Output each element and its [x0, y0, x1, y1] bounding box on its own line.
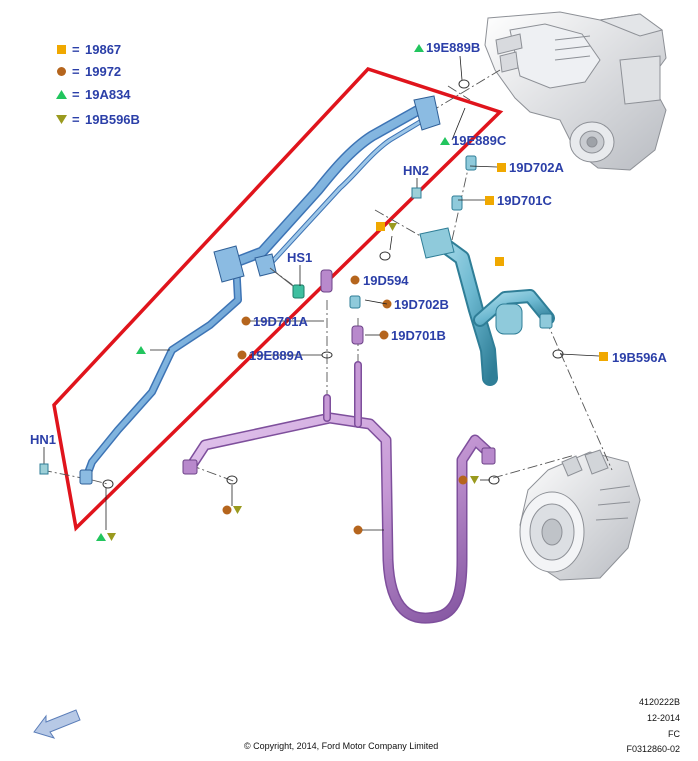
triangle-down-icon — [107, 533, 116, 541]
legend-eq: = — [72, 112, 80, 127]
label-19d701b: 19D701B — [391, 328, 446, 343]
label-hs1: HS1 — [287, 250, 312, 265]
square-icon — [599, 352, 608, 361]
label-19d702a: 19D702A — [509, 160, 565, 175]
hn1-clip — [39, 463, 49, 475]
label-19b596a: 19B596A — [612, 350, 668, 365]
copyright-notice: © Copyright, 2014, Ford Motor Company Li… — [244, 741, 439, 751]
legend-code: 19A834 — [85, 87, 131, 102]
triangle-up-icon — [414, 44, 424, 52]
triangle-down-icon — [388, 223, 397, 231]
circle-icon — [57, 67, 66, 76]
illustration-ref-1: 4120222B — [638, 697, 680, 707]
label-19d702b: 19D702B — [394, 297, 449, 312]
illustration-ref-2: 12-2014 — [646, 713, 680, 723]
legend-code: 19972 — [85, 64, 121, 79]
ac-compressor — [519, 449, 641, 581]
callout-labels: 19E889B 19E889C HN2 19D702A 19D701C HS1 … — [30, 40, 668, 447]
blue-refrigerant-lines — [82, 102, 433, 482]
circle-icon — [353, 525, 363, 535]
square-icon — [57, 45, 66, 54]
triangle-up-icon — [136, 346, 146, 354]
hn2-clip — [411, 187, 422, 199]
front-direction-arrow-icon — [33, 709, 81, 739]
blue-line-fittings — [79, 95, 441, 485]
legend-item-19b596b: = 19B596B — [56, 112, 140, 127]
illustration-ref-4: F0312860-02 — [626, 744, 680, 754]
triangle-down-icon — [56, 115, 67, 124]
legend-code: 19867 — [85, 42, 121, 57]
illustration-ref-3: FC — [668, 729, 680, 739]
triangle-up-icon — [56, 90, 67, 99]
label-hn2: HN2 — [403, 163, 429, 178]
legend-item-19972: = 19972 — [57, 64, 121, 79]
square-icon — [376, 222, 385, 231]
triangle-up-icon — [96, 533, 106, 541]
teal-hose-fittings — [349, 155, 553, 335]
label-hn1: HN1 — [30, 432, 56, 447]
legend-item-19a834: = 19A834 — [56, 87, 131, 102]
circle-icon — [350, 275, 360, 285]
hvac-evaporator-housing — [484, 11, 667, 171]
square-icon — [485, 196, 494, 205]
label-19e889b: 19E889B — [426, 40, 480, 55]
square-icon — [497, 163, 506, 172]
legend-eq: = — [72, 87, 80, 102]
callout-leaders — [43, 55, 600, 531]
callout-markers — [96, 44, 608, 541]
legend-code: 19B596B — [85, 112, 140, 127]
circle-icon — [222, 505, 232, 515]
triangle-down-icon — [233, 506, 242, 514]
square-icon — [495, 257, 504, 266]
label-19d594: 19D594 — [363, 273, 409, 288]
legend-item-19867: = 19867 — [57, 42, 121, 57]
legend-eq: = — [72, 64, 80, 79]
label-19e889a: 19E889A — [249, 348, 304, 363]
teal-suction-hose — [432, 234, 555, 386]
circle-icon — [237, 350, 247, 360]
highlighted-assembly-outline — [52, 66, 504, 532]
circle-icon — [379, 330, 389, 340]
legend: = 19867 = 19972 = 19A834 = 19B596B — [56, 42, 140, 127]
purple-refrigerant-line — [184, 361, 494, 624]
triangle-down-icon — [470, 476, 479, 484]
legend-eq: = — [72, 42, 80, 57]
purple-line-fittings — [182, 269, 496, 475]
label-19e889c: 19E889C — [452, 133, 507, 148]
triangle-up-icon — [440, 137, 450, 145]
circle-icon — [241, 316, 251, 326]
label-19d701c: 19D701C — [497, 193, 553, 208]
circle-icon — [458, 475, 468, 485]
hs1-service-port — [269, 267, 305, 299]
label-19d701a: 19D701A — [253, 314, 309, 329]
